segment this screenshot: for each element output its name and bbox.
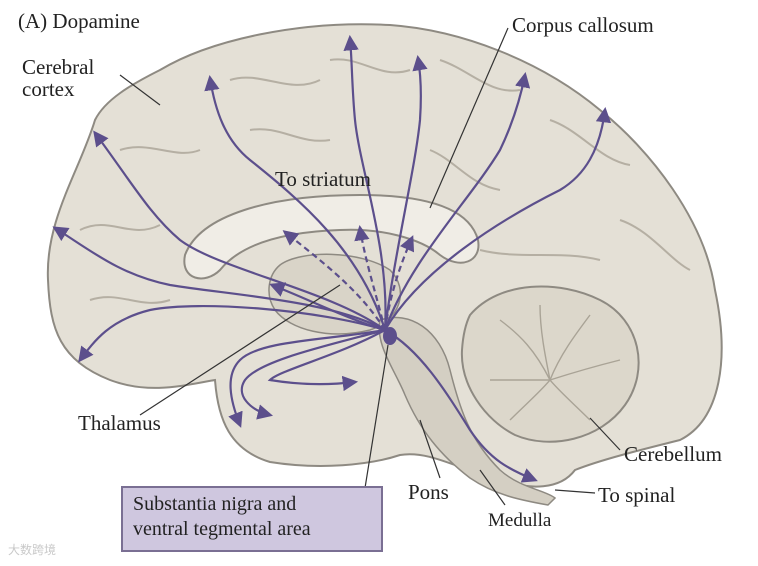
pathway-to-occipital (383, 71, 531, 331)
label-source-nuclei-box: Substantia nigra and ventral tegmental a… (121, 486, 383, 552)
label-cerebellum: Cerebellum (624, 442, 722, 466)
pathway-to-spinal (384, 329, 538, 483)
pathway-to-posterior (384, 106, 612, 331)
pathway-to-striatum-dashed (282, 230, 386, 331)
pathway-to-striatum-dashed-2 (354, 224, 387, 331)
label-to-spinal: To spinal (598, 483, 676, 507)
leader-lines (119, 27, 621, 506)
cortical-folds (79, 58, 691, 304)
pathway-to-cingulate (204, 74, 387, 331)
pathway-to-striatum-dashed-3 (383, 235, 415, 331)
label-thalamus: Thalamus (78, 411, 161, 435)
label-pons: Pons (408, 480, 449, 504)
label-to-striatum: To striatum (275, 167, 371, 191)
cerebellum-folia (489, 304, 621, 421)
pathway-to-temporal (228, 328, 386, 428)
watermark: 大数跨境 (8, 543, 57, 557)
figure-title: (A) Dopamine (18, 9, 140, 33)
label-cerebral-cortex: Cerebral cortex (22, 55, 95, 102)
pathway-to-temporal-2 (240, 328, 386, 420)
pathway-to-orbital (78, 304, 386, 363)
label-corpus-callosum: Corpus callosum (512, 13, 654, 37)
pathway-to-amygdala (267, 329, 386, 392)
label-medulla: Medulla (488, 510, 552, 531)
substantia-nigra-nucleus (383, 327, 397, 345)
pathway-to-hypothalamus (269, 282, 386, 332)
dopamine-pathways (52, 34, 612, 483)
pathway-to-parietal (343, 34, 387, 331)
pathway-to-parietal-2 (383, 54, 428, 331)
pathway-to-prefrontal (93, 130, 386, 331)
